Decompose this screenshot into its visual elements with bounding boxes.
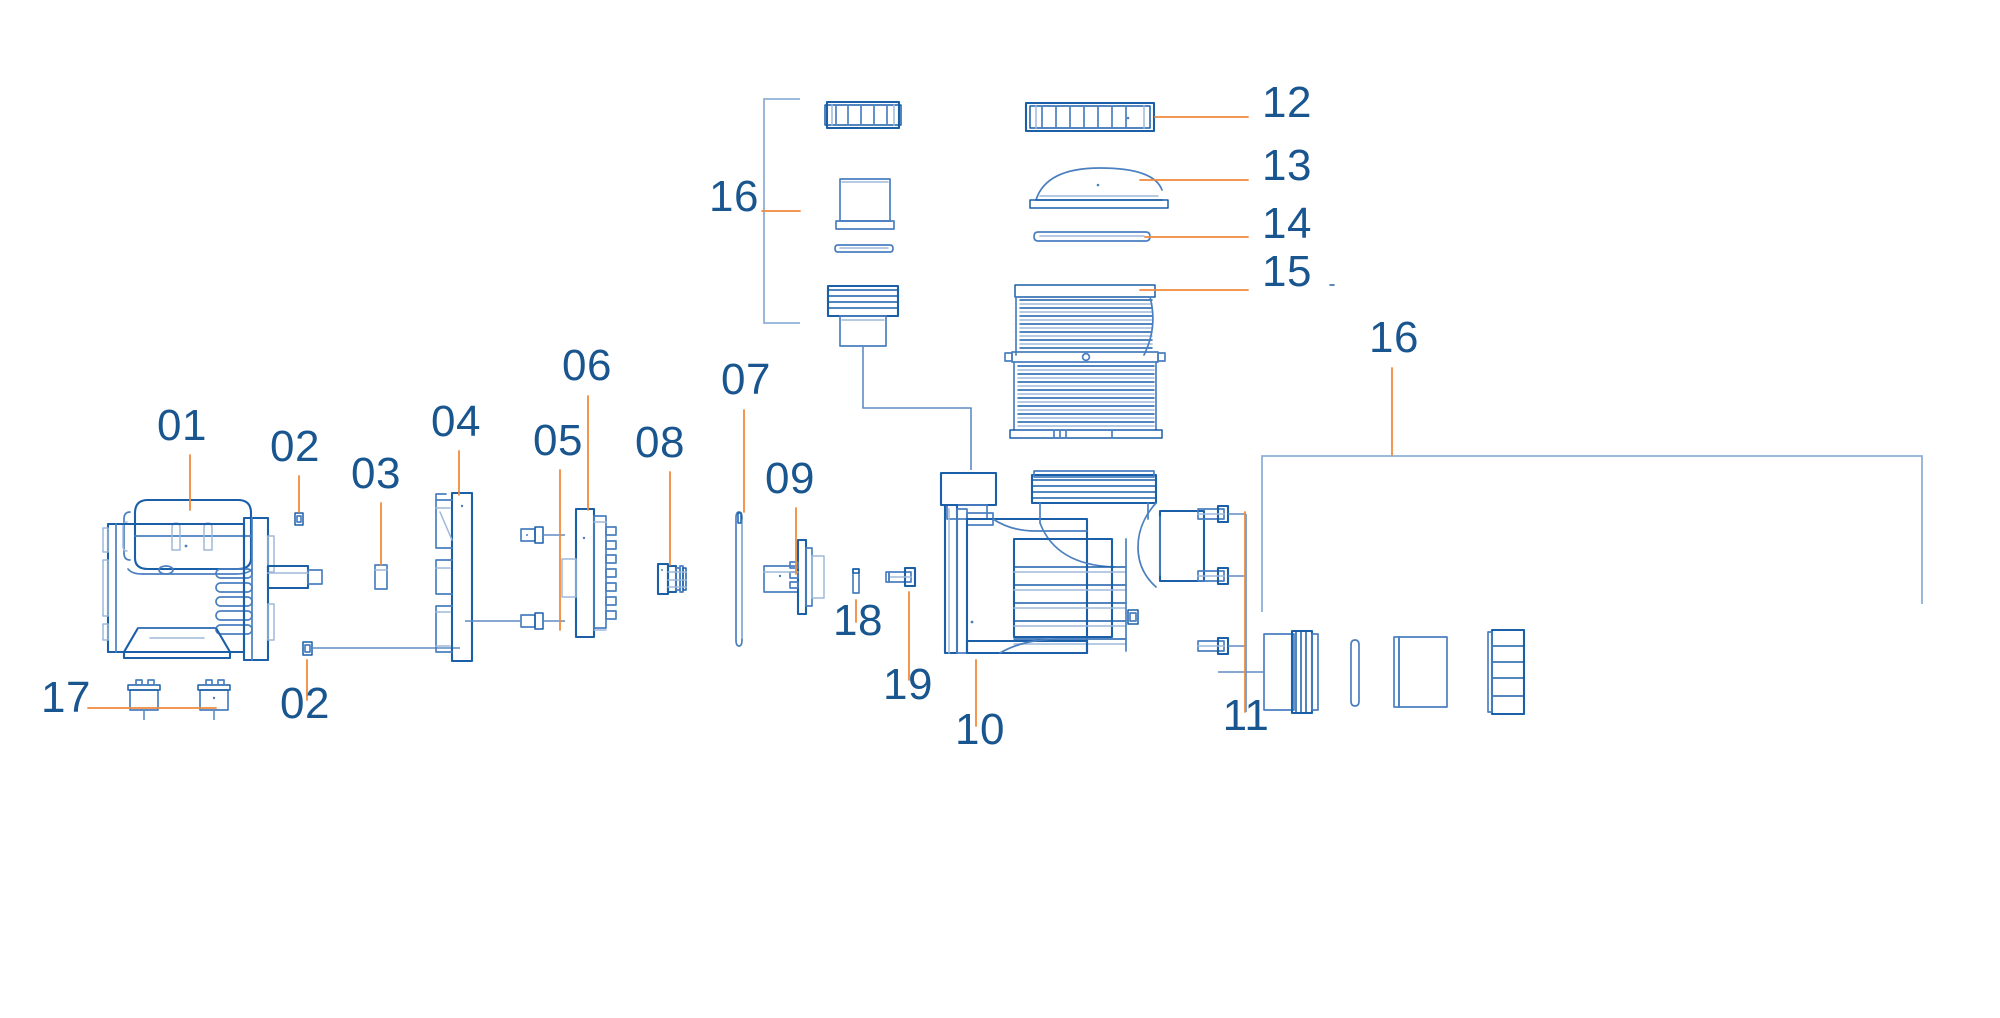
callout-lid-lock-ring[interactable]: 12 <box>1262 78 1312 127</box>
callout-impeller[interactable]: 09 <box>765 454 815 503</box>
part-plug-adapter-right <box>1218 633 1295 711</box>
basket-mesh-lower <box>1017 365 1155 427</box>
callout-screw-upper[interactable]: 02 <box>270 422 320 471</box>
basket-mesh-upper <box>1019 299 1153 349</box>
part-lid-oring <box>1033 231 1151 242</box>
part-housing-bolt-bottom <box>1197 636 1246 656</box>
part-lid-lock-ring <box>1024 101 1156 133</box>
part-strainer-lid <box>1029 167 1169 209</box>
callout-mechanical-shaft-seal[interactable]: 08 <box>635 418 685 467</box>
callout-drain-plug-kit-right[interactable]: 16 <box>1369 313 1419 362</box>
part-seal-plate-screw-lower <box>465 612 565 630</box>
part-hex-bolt <box>885 566 917 588</box>
part-plug-body-left <box>835 178 895 230</box>
part-plug-oring-right <box>1350 639 1360 707</box>
part-plug-cap-left <box>824 100 902 130</box>
part-shaft-key <box>374 564 388 590</box>
part-seal-plate <box>561 507 617 639</box>
part-mounting-feet <box>127 679 231 720</box>
part-impeller <box>763 538 825 616</box>
group-drain-plug-kit-right <box>1218 455 1923 716</box>
part-plug-body-right <box>1393 636 1448 708</box>
callout-capacitor-cover[interactable]: 01 <box>157 401 207 450</box>
motor-vent-slots <box>215 568 253 635</box>
callout-diffuser-screw[interactable]: 05 <box>533 416 583 465</box>
callout-seal-plate[interactable]: 06 <box>562 341 612 390</box>
part-capacitor-cover <box>122 498 253 575</box>
callout-motor-shaft-key[interactable]: 03 <box>351 449 401 498</box>
part-housing-gasket <box>735 511 743 647</box>
callout-strainer-basket[interactable]: 15 <box>1262 247 1312 296</box>
part-seal-plate-screw-upper <box>520 526 565 544</box>
part-pump-housing <box>939 470 1206 655</box>
part-motor-mounting-bracket <box>435 491 474 663</box>
callout-housing-gasket[interactable]: 07 <box>721 355 771 404</box>
callout-impeller-pin[interactable]: 18 <box>833 596 883 645</box>
callout-pump-housing[interactable]: 10 <box>955 705 1005 754</box>
part-housing-bolt-mid <box>1197 566 1246 586</box>
part-electric-motor <box>102 516 323 662</box>
part-mechanical-shaft-seal <box>656 562 687 596</box>
callout-strainer-lid[interactable]: 13 <box>1262 141 1312 190</box>
callout-drain-plug-kit-left[interactable]: 16 <box>709 172 759 221</box>
part-housing-bolt-top <box>1197 504 1246 524</box>
group-drain-plug-kit-left <box>763 98 972 470</box>
callout-hex-bolt[interactable]: 19 <box>883 660 933 709</box>
part-strainer-basket <box>1004 284 1335 439</box>
part-plug-cap-right <box>1487 628 1526 716</box>
callout-screw-lower[interactable]: 02 <box>280 679 330 728</box>
part-impeller-pin <box>852 568 860 594</box>
leader-line-layer <box>87 116 1393 727</box>
callout-housing-bolt-set[interactable]: 11 <box>1223 691 1270 740</box>
callout-lid-o-ring[interactable]: 14 <box>1262 199 1312 248</box>
part-plug-collar-right <box>1290 629 1319 715</box>
part-screw-upper <box>294 512 304 526</box>
callout-motor-mounting-bracket[interactable]: 04 <box>431 397 481 446</box>
part-plug-oring-left <box>834 244 894 253</box>
part-plug-thread-left <box>826 284 900 347</box>
callout-mounting-feet[interactable]: 17 <box>41 673 91 722</box>
